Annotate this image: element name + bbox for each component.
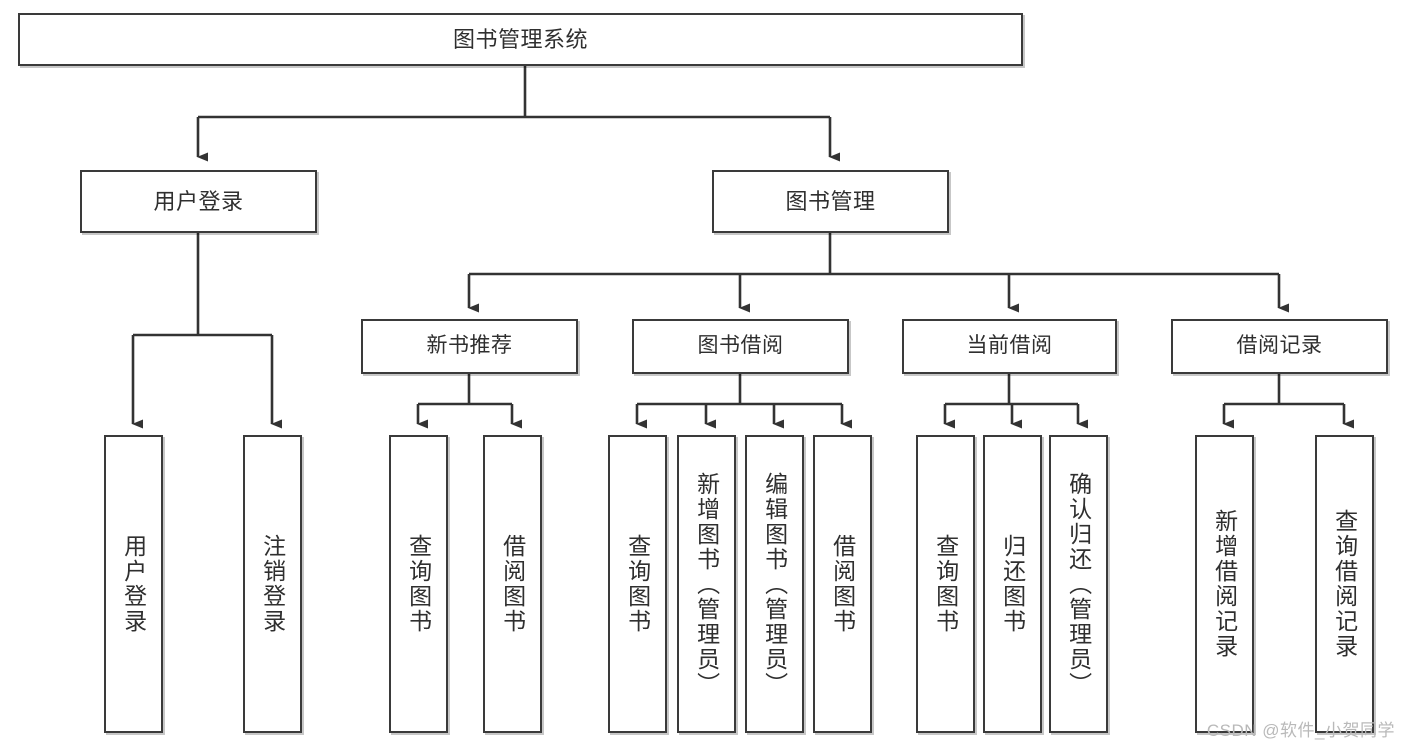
node-label: 图书管理系统 (452, 26, 588, 52)
node-label: 查询图书 (405, 534, 432, 634)
node-user-login[interactable]: 用户登录 (80, 170, 317, 233)
leaf-current-borrow-return-book[interactable]: 归还图书 (983, 435, 1042, 733)
leaf-book-borrow-edit-book[interactable]: 编辑图书（管理员） (745, 435, 804, 733)
node-label: 注销登录 (259, 534, 286, 634)
node-root-book-management-system[interactable]: 图书管理系统 (18, 13, 1023, 66)
node-label: 新增借阅记录 (1211, 509, 1238, 659)
node-label: 新书推荐 (426, 334, 513, 358)
node-current-borrow[interactable]: 当前借阅 (902, 319, 1117, 374)
leaf-new-book-query-book[interactable]: 查询图书 (389, 435, 448, 733)
leaf-current-borrow-confirm-return[interactable]: 确认归还（管理员） (1049, 435, 1108, 733)
node-label: 当前借阅 (966, 334, 1053, 358)
node-label: 编辑图书（管理员） (761, 471, 788, 697)
node-book-management[interactable]: 图书管理 (712, 170, 949, 233)
node-label: 借阅图书 (829, 534, 856, 634)
leaf-borrow-record-add-record[interactable]: 新增借阅记录 (1195, 435, 1254, 733)
leaf-borrow-record-query-record[interactable]: 查询借阅记录 (1315, 435, 1374, 733)
leaf-user-login-login[interactable]: 用户登录 (104, 435, 163, 733)
node-label: 新增图书（管理员） (693, 471, 720, 697)
leaf-new-book-borrow-book[interactable]: 借阅图书 (483, 435, 542, 733)
node-label: 图书管理 (785, 188, 876, 214)
node-new-book-recommend[interactable]: 新书推荐 (361, 319, 578, 374)
node-label: 用户登录 (120, 534, 147, 634)
node-label: 借阅图书 (499, 534, 526, 634)
node-label: 用户登录 (153, 188, 244, 214)
node-label: 借阅记录 (1236, 334, 1323, 358)
node-label: 查询图书 (624, 534, 651, 634)
node-label: 查询借阅记录 (1331, 509, 1358, 659)
leaf-book-borrow-borrow-book[interactable]: 借阅图书 (813, 435, 872, 733)
node-label: 归还图书 (999, 534, 1026, 634)
leaf-book-borrow-query-book[interactable]: 查询图书 (608, 435, 667, 733)
node-borrow-record[interactable]: 借阅记录 (1171, 319, 1388, 374)
node-label: 确认归还（管理员） (1065, 471, 1092, 697)
leaf-book-borrow-add-book[interactable]: 新增图书（管理员） (677, 435, 736, 733)
leaf-user-login-logout[interactable]: 注销登录 (243, 435, 302, 733)
node-label: 查询图书 (932, 534, 959, 634)
node-book-borrow[interactable]: 图书借阅 (632, 319, 849, 374)
leaf-current-borrow-query-book[interactable]: 查询图书 (916, 435, 975, 733)
node-label: 图书借阅 (697, 334, 784, 358)
